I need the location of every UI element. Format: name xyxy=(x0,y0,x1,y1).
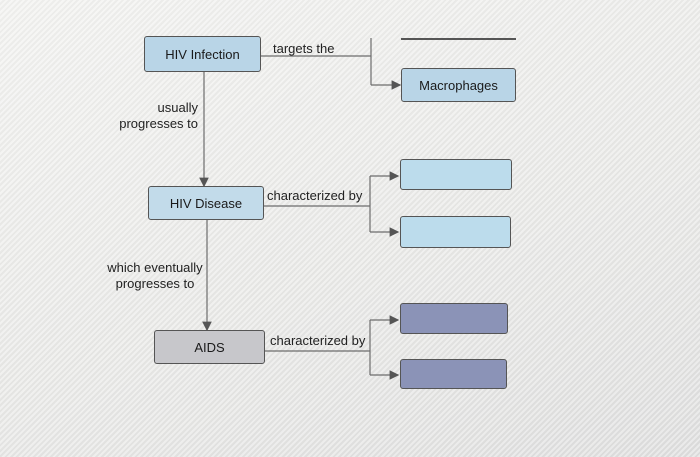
hiv-infection-label: HIV Infection xyxy=(165,46,240,62)
characteristic-slot-2[interactable] xyxy=(400,216,511,248)
hiv-disease-node[interactable]: HIV Disease xyxy=(148,186,264,220)
characterized-label-2: characterized by xyxy=(270,333,366,348)
aids-characteristic-slot-1[interactable] xyxy=(400,303,508,334)
characteristic-slot-1[interactable] xyxy=(400,159,512,190)
aids-characteristic-slot-2[interactable] xyxy=(400,359,507,389)
aids-node[interactable]: AIDS xyxy=(154,330,265,364)
hiv-disease-label: HIV Disease xyxy=(169,195,243,211)
macrophages-node[interactable]: Macrophages xyxy=(401,68,516,102)
targets-label: targets the xyxy=(273,41,335,56)
hiv-infection-node[interactable]: HIV Infection xyxy=(144,36,261,72)
characterized-label-1: characterized by xyxy=(267,188,363,203)
usually-progresses-label: usually progresses to xyxy=(119,100,198,131)
aids-label: AIDS xyxy=(194,339,225,355)
eventually-progresses-label: which eventually progresses to xyxy=(107,260,203,291)
macrophages-label: Macrophages xyxy=(419,77,498,93)
